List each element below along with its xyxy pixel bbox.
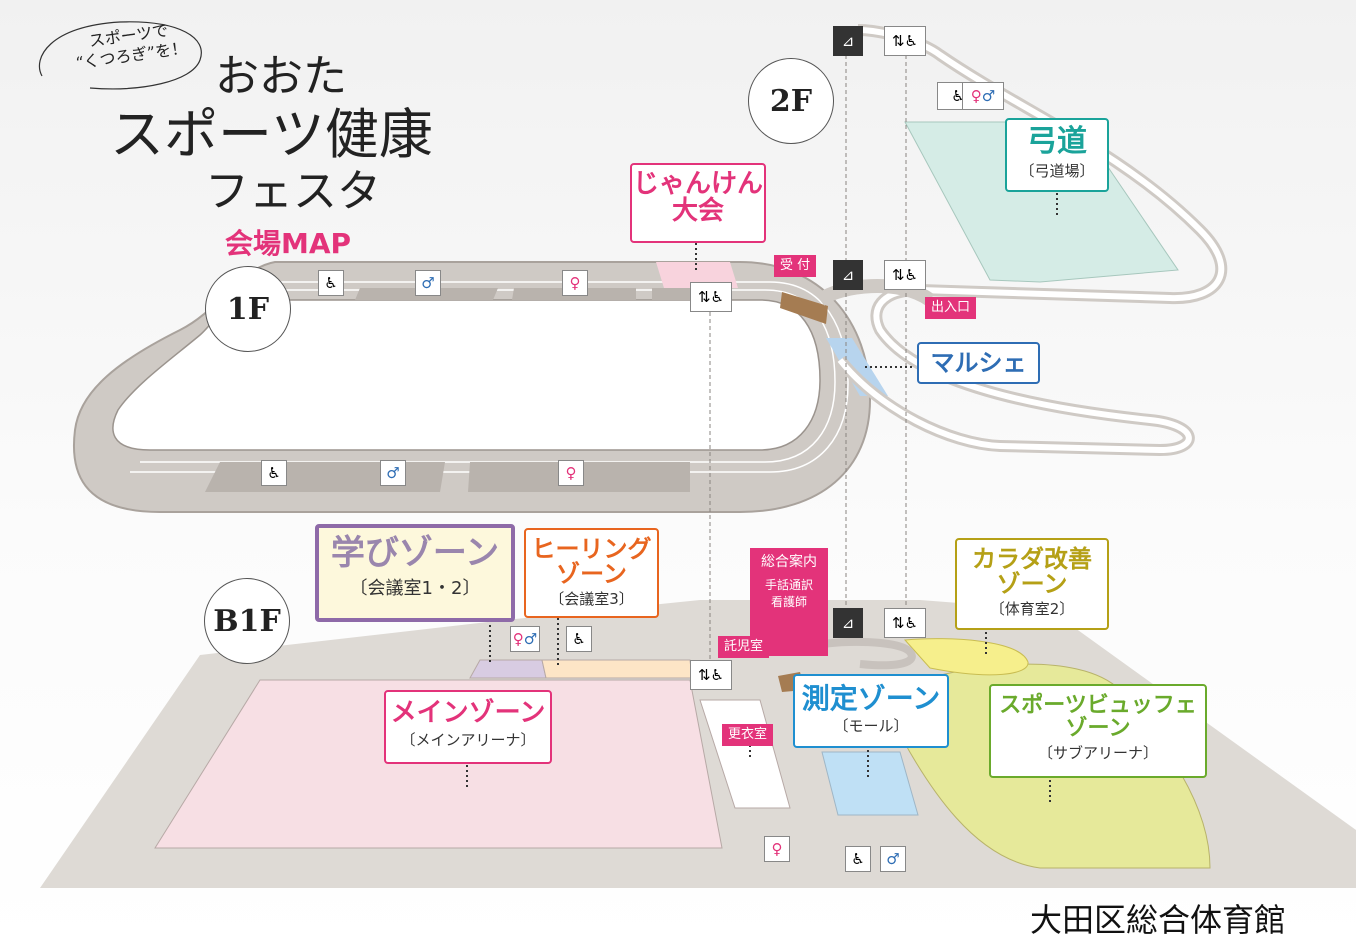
zone-manabi[interactable]: 学びゾーン 〔会議室1・2〕 — [315, 524, 515, 622]
elevator-icon: ⇅♿ — [690, 282, 732, 312]
venue-name: 大田区総合体育館 — [1030, 901, 1287, 939]
zone-marche[interactable]: マルシェ — [917, 342, 1040, 384]
zone-buffet-sub: 〔サブアリーナ〕 — [1037, 744, 1158, 763]
floor-badge-b1f: B1F — [204, 578, 290, 664]
zone-marche-title: マルシェ — [930, 348, 1027, 377]
zone-sokutei[interactable]: 測定ゾーン 〔モール〕 — [793, 674, 949, 748]
female-restroom-icon: ♀ — [562, 270, 588, 296]
tag-info-sub: 手話通訳 看護師 — [764, 577, 813, 609]
floor-badge-2f: 2F — [748, 58, 834, 144]
zone-main-title: メインゾーン — [390, 698, 546, 728]
elevator-icon: ⇅♿ — [884, 26, 926, 56]
karada-area — [903, 638, 1029, 676]
janken-area — [656, 262, 738, 288]
zone-healing-title: ヒーリング ゾーン — [531, 534, 652, 589]
elevator-icon: ⇅♿ — [690, 660, 732, 690]
wheelchair-icon: ♿ — [845, 846, 871, 872]
restroom-icon: ♀♂ — [962, 82, 1004, 110]
zone-sokutei-sub: 〔モール〕 — [833, 717, 909, 736]
sokutei-area — [821, 751, 919, 816]
zone-buffet[interactable]: スポーツビュッフェ ゾーン 〔サブアリーナ〕 — [989, 684, 1207, 778]
manabi-room-area — [469, 659, 547, 679]
tag-reception: 受 付 — [774, 255, 817, 277]
zone-buffet-title: スポーツビュッフェ ゾーン — [999, 692, 1197, 742]
title-line2: スポーツ健康 — [110, 103, 433, 166]
female-restroom-icon: ♀ — [764, 836, 790, 862]
tag-info-title: 総合案内 — [761, 554, 817, 570]
wheelchair-icon: ♿ — [318, 270, 344, 296]
marche-area — [826, 338, 888, 396]
track-field — [112, 299, 821, 451]
stairs-icon: ⊿ — [833, 608, 863, 638]
zone-kyudo-sub: 〔弓道場〕 — [1019, 161, 1095, 180]
male-restroom-icon: ♂ — [880, 846, 906, 872]
zone-healing[interactable]: ヒーリング ゾーン 〔会議室3〕 — [524, 528, 659, 618]
zone-healing-sub: 〔会議室3〕 — [549, 590, 634, 609]
zone-manabi-title: 学びゾーン — [330, 533, 500, 573]
stairs-icon: ⊿ — [833, 26, 863, 56]
title-line1: おおた — [215, 51, 347, 102]
zone-manabi-sub: 〔会議室1・2〕 — [349, 577, 481, 599]
zone-main-sub: 〔メインアリーナ〕 — [400, 731, 536, 750]
zone-karada-sub: 〔体育室2〕 — [989, 600, 1075, 619]
zone-karada-title: カラダ改善 ゾーン — [972, 544, 1092, 599]
zone-karada[interactable]: カラダ改善 ゾーン 〔体育室2〕 — [955, 538, 1109, 630]
map-label: 会場MAP — [225, 227, 352, 260]
tag-entrance: 出入口 — [925, 297, 977, 319]
speech-bubble-shape — [38, 21, 202, 90]
zone-kyudo-title: 弓道 — [1027, 124, 1087, 159]
male-restroom-icon: ♂ — [380, 460, 406, 486]
zone-main[interactable]: メインゾーン 〔メインアリーナ〕 — [384, 690, 552, 764]
title-catch-bubble: スポーツで “くつろぎ”を！ — [30, 8, 210, 98]
elevator-icon: ⇅♿ — [884, 608, 926, 638]
zone-janken[interactable]: じゃんけん 大会 — [630, 163, 766, 243]
title-line3: フェスタ — [205, 166, 381, 217]
wheelchair-icon: ♿ — [261, 460, 287, 486]
zone-kyudo[interactable]: 弓道 〔弓道場〕 — [1005, 118, 1109, 192]
tag-changing-room: 更衣室 — [722, 724, 774, 746]
female-restroom-icon: ♀ — [558, 460, 584, 486]
reception-desk — [780, 292, 828, 324]
restroom-icon: ♀♂ — [510, 626, 540, 652]
zone-sokutei-title: 測定ゾーン — [801, 682, 941, 715]
zone-janken-title: じゃんけん 大会 — [632, 169, 763, 227]
elevator-icon: ⇅♿ — [884, 260, 926, 290]
healing-room-area — [541, 659, 693, 679]
tag-nursery: 託児室 — [718, 636, 770, 658]
wheelchair-icon: ♿ — [566, 626, 592, 652]
stairs-icon: ⊿ — [833, 260, 863, 290]
floor-badge-1f: 1F — [205, 266, 291, 352]
male-restroom-icon: ♂ — [415, 270, 441, 296]
